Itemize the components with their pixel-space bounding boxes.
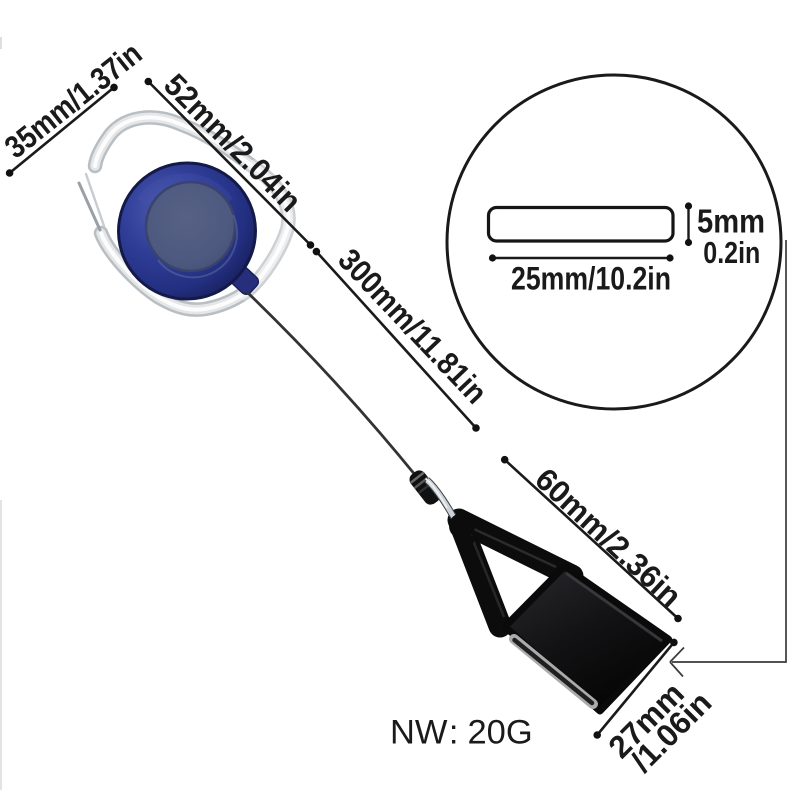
svg-text:25mm/10.2in: 25mm/10.2in [511, 261, 671, 297]
svg-text:5mm: 5mm [697, 203, 765, 240]
svg-text:0.2in: 0.2in [703, 235, 760, 270]
